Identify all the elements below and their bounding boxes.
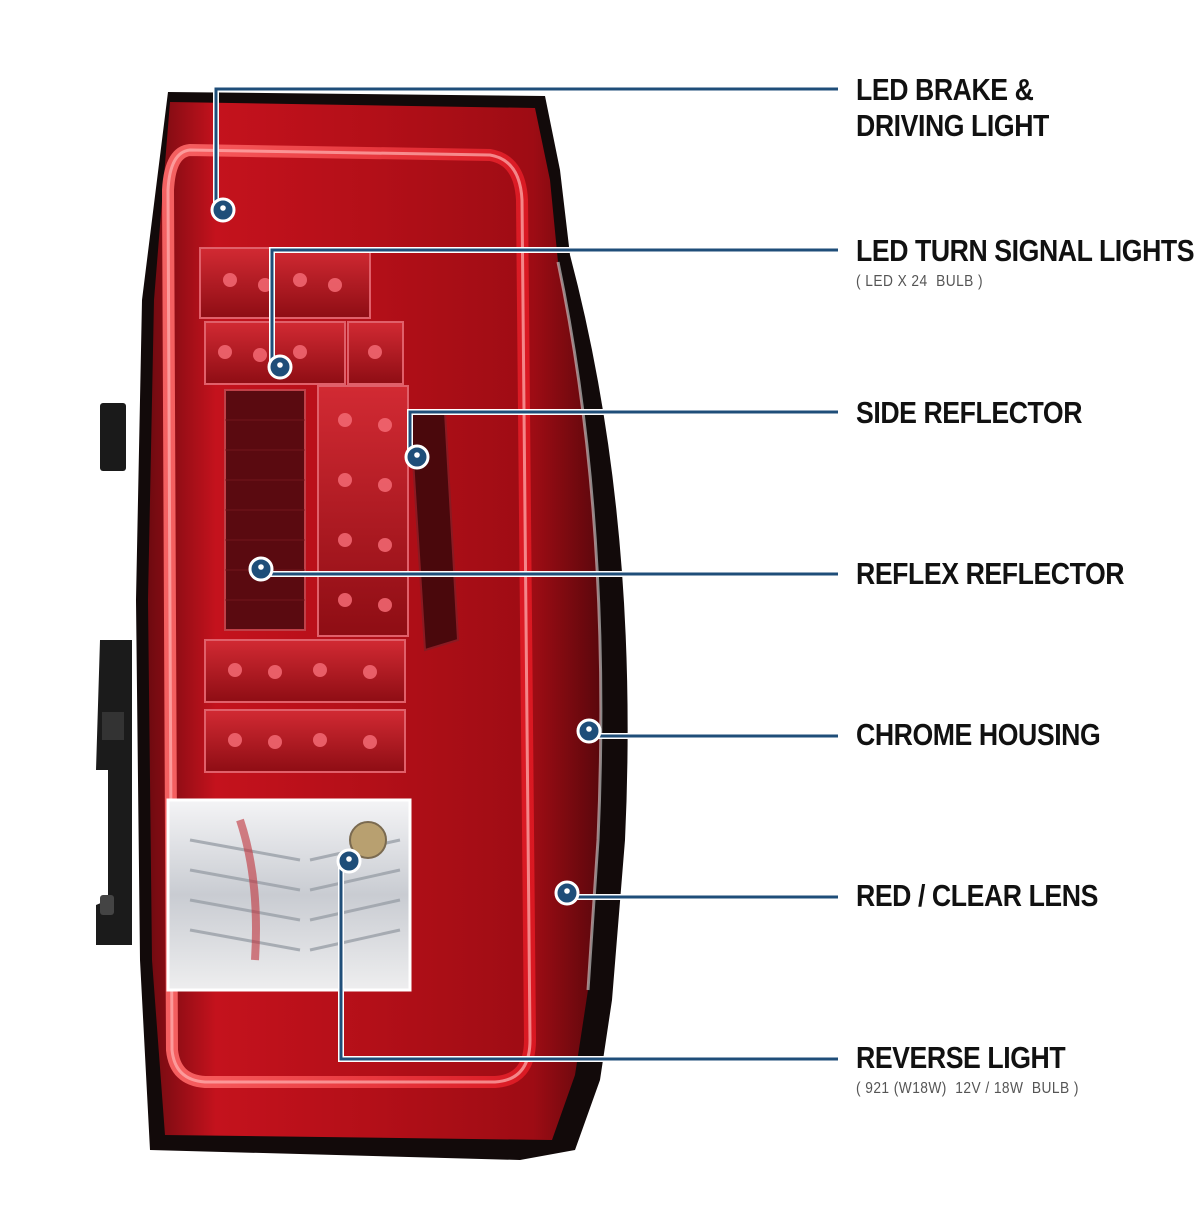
callout-dot-highlight-led-turn (277, 362, 283, 368)
callout-dot-highlight-side-reflector (414, 452, 420, 458)
leader-line-led-brake (214, 87, 838, 210)
callout-dot-highlight-chrome-housing (586, 726, 592, 732)
label-reverse-light: REVERSE LIGHT (856, 1040, 1066, 1075)
label-side-reflector: SIDE REFLECTOR (856, 395, 1083, 430)
label-led-brake-line1: LED BRAKE & (856, 72, 1034, 107)
callout-dot-highlight-reflex-reflector (258, 564, 264, 570)
chrome-edge (556, 261, 603, 991)
label-reflex-reflector: REFLEX REFLECTOR (856, 556, 1125, 591)
leader-line-reverse-light (339, 861, 838, 1061)
mounting-bracket-upper (100, 403, 126, 471)
callout-dot-highlight-led-brake (220, 205, 226, 211)
reverse-bulb (349, 821, 387, 859)
mounting-bracket-lower (96, 640, 132, 945)
sub-reverse-light: ( 921 (W18W) 12V / 18W BULB ) (856, 1080, 1079, 1097)
callout-dot-highlight-red-clear-lens (564, 888, 570, 894)
label-led-brake-line2: DRIVING LIGHT (856, 108, 1049, 143)
sub-led-turn: ( LED X 24 BULB ) (856, 273, 984, 290)
leader-line-led-turn (270, 248, 838, 367)
label-chrome-housing: CHROME HOUSING (856, 717, 1101, 752)
leader-line-side-reflector (408, 410, 838, 457)
callout-dot-highlight-reverse-light (346, 856, 352, 862)
label-led-turn: LED TURN SIGNAL LIGHTS (856, 233, 1195, 268)
label-red-clear-lens: RED / CLEAR LENS (856, 878, 1098, 913)
callout-lines (210, 86, 838, 1062)
